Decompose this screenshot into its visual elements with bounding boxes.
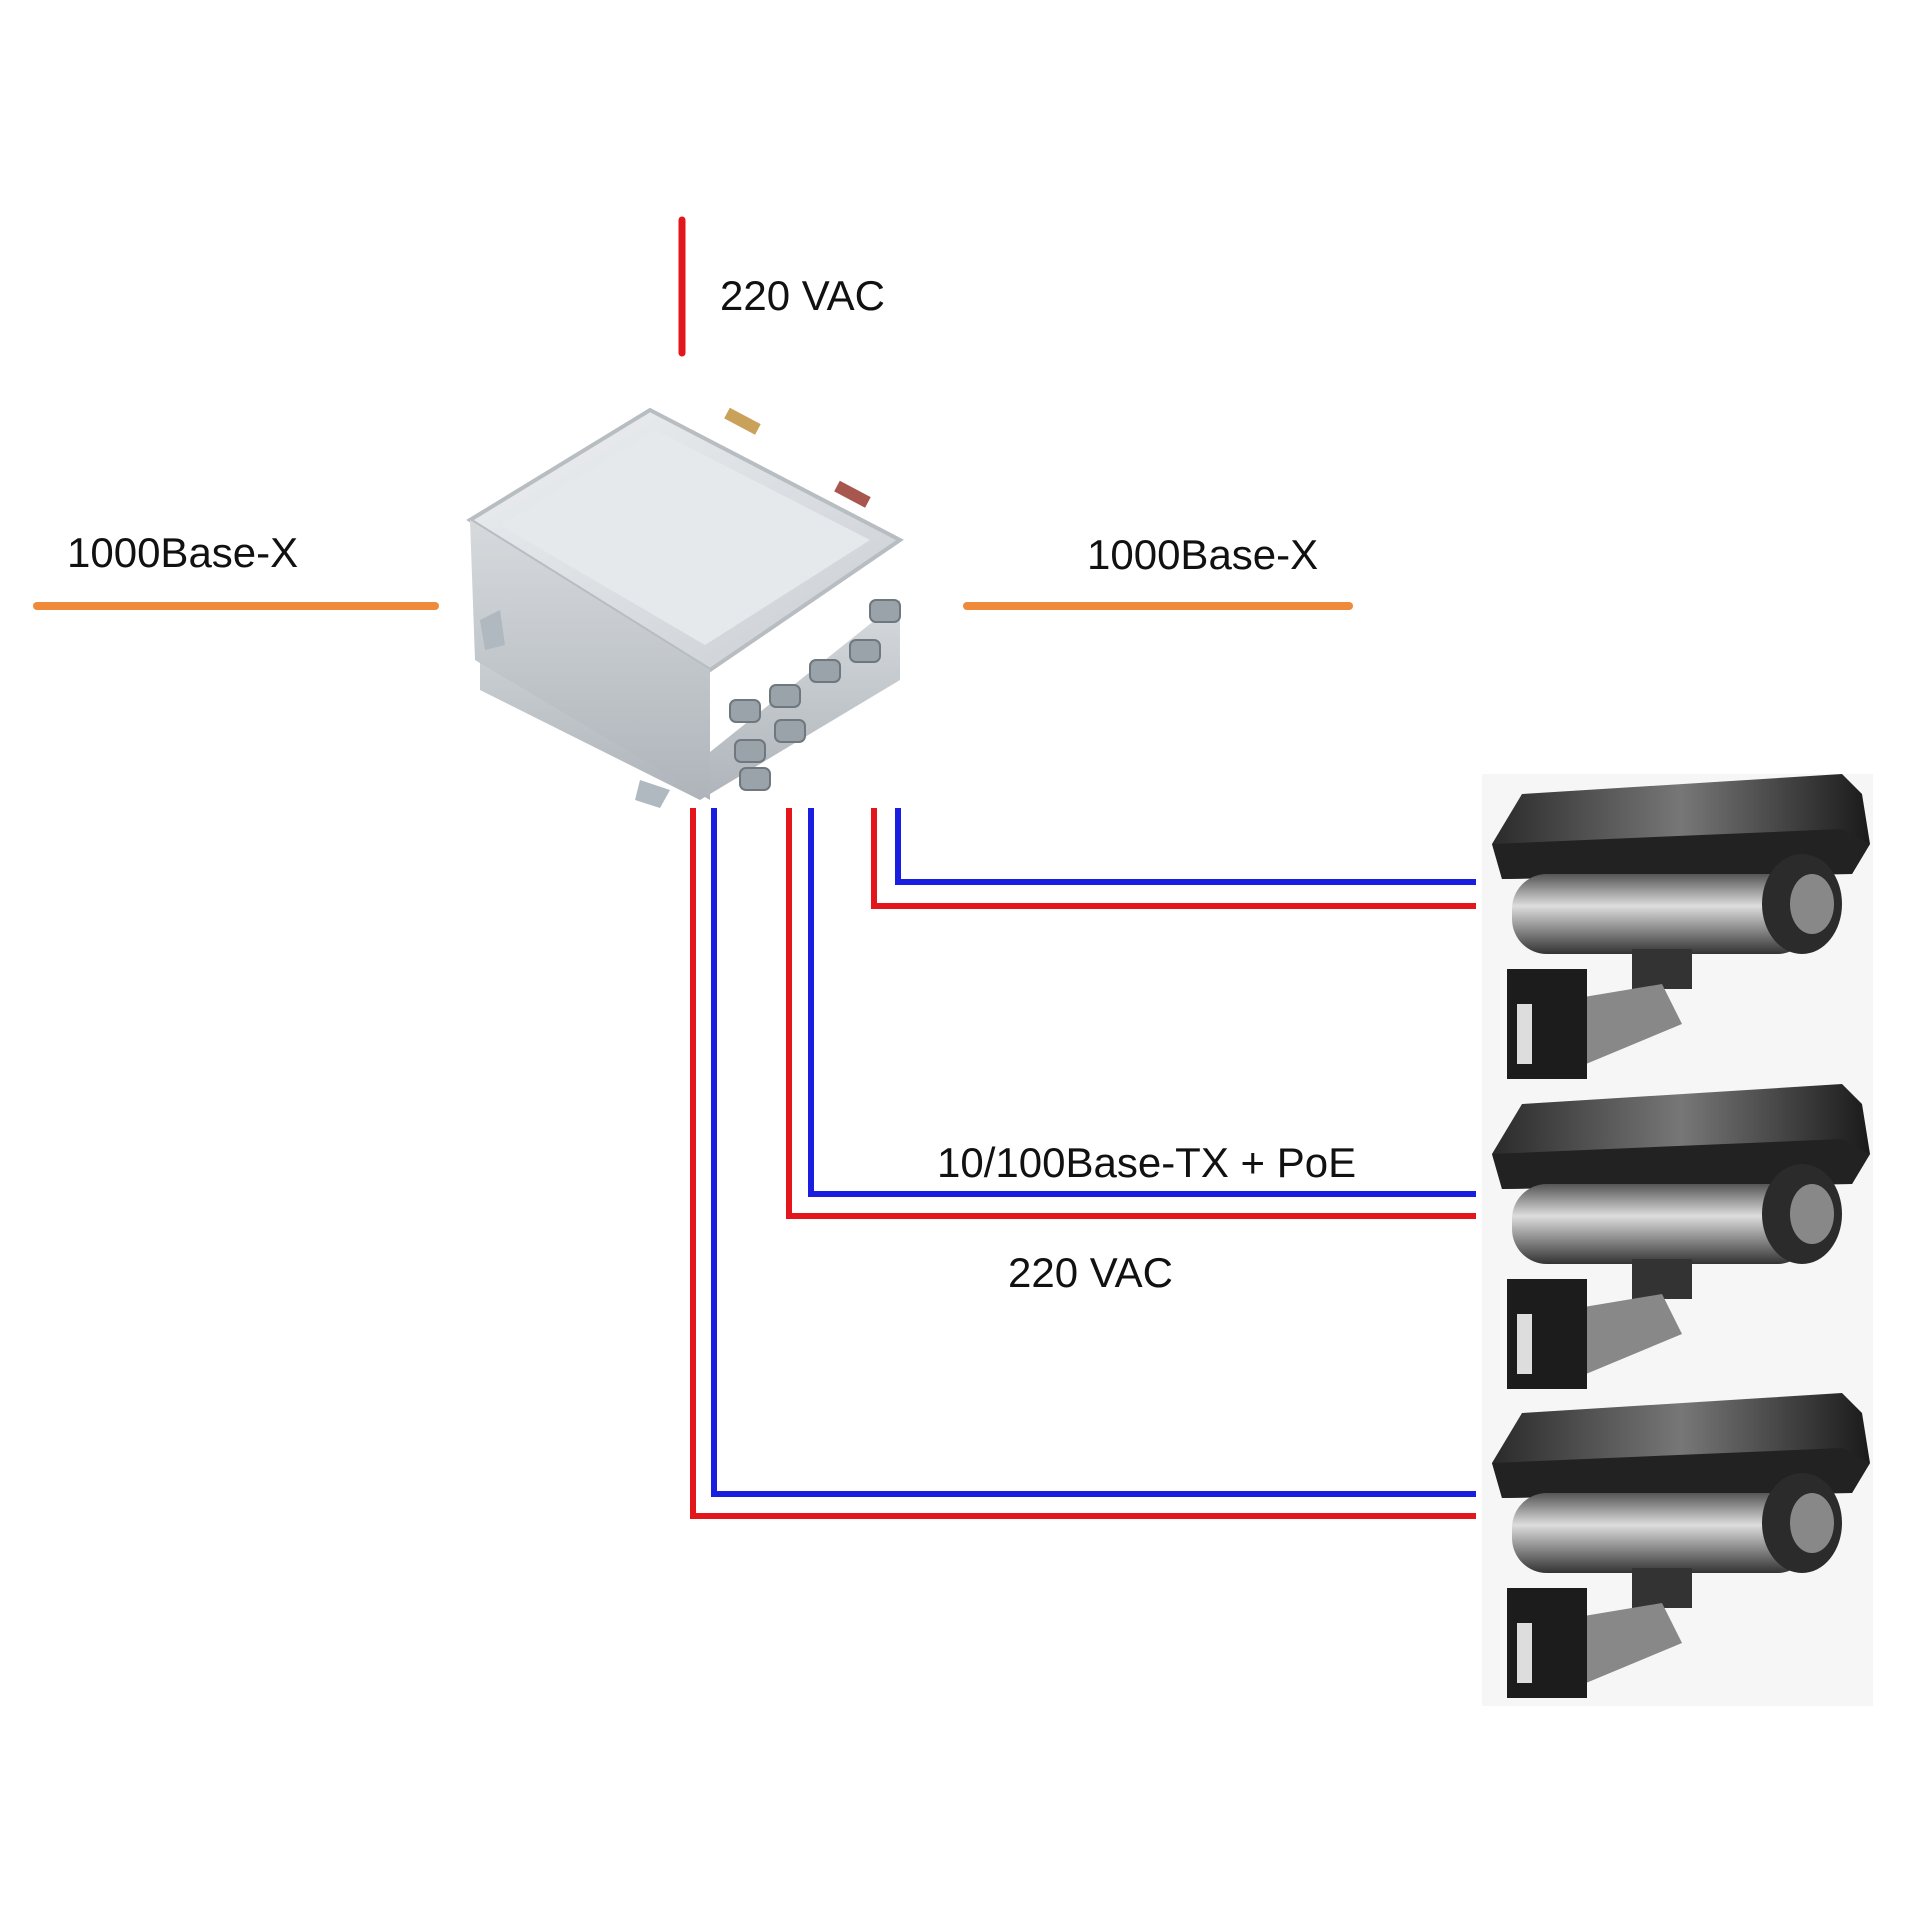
data-cable-camera-3: [711, 808, 1476, 1497]
camera-3-image: [1482, 1393, 1873, 1706]
uplink-label-left: 1000Base-X: [67, 529, 298, 576]
camera-power-label: 220 VAC: [1008, 1249, 1173, 1296]
switch-enclosure-image: [466, 407, 904, 808]
camera-link-label: 10/100Base-TX + PoE: [937, 1139, 1356, 1186]
uplink-label-right: 1000Base-X: [1087, 531, 1318, 578]
data-cable-camera-2: [808, 808, 1476, 1197]
camera-2-image: [1482, 1084, 1873, 1397]
power-cable-camera-1: [871, 808, 1476, 909]
data-cable-camera-1: [895, 808, 1476, 885]
camera-1-image: [1482, 774, 1873, 1087]
power-label-top: 220 VAC: [720, 272, 885, 319]
power-cable-camera-3: [690, 808, 1476, 1519]
power-cable-camera-2: [786, 808, 1476, 1219]
